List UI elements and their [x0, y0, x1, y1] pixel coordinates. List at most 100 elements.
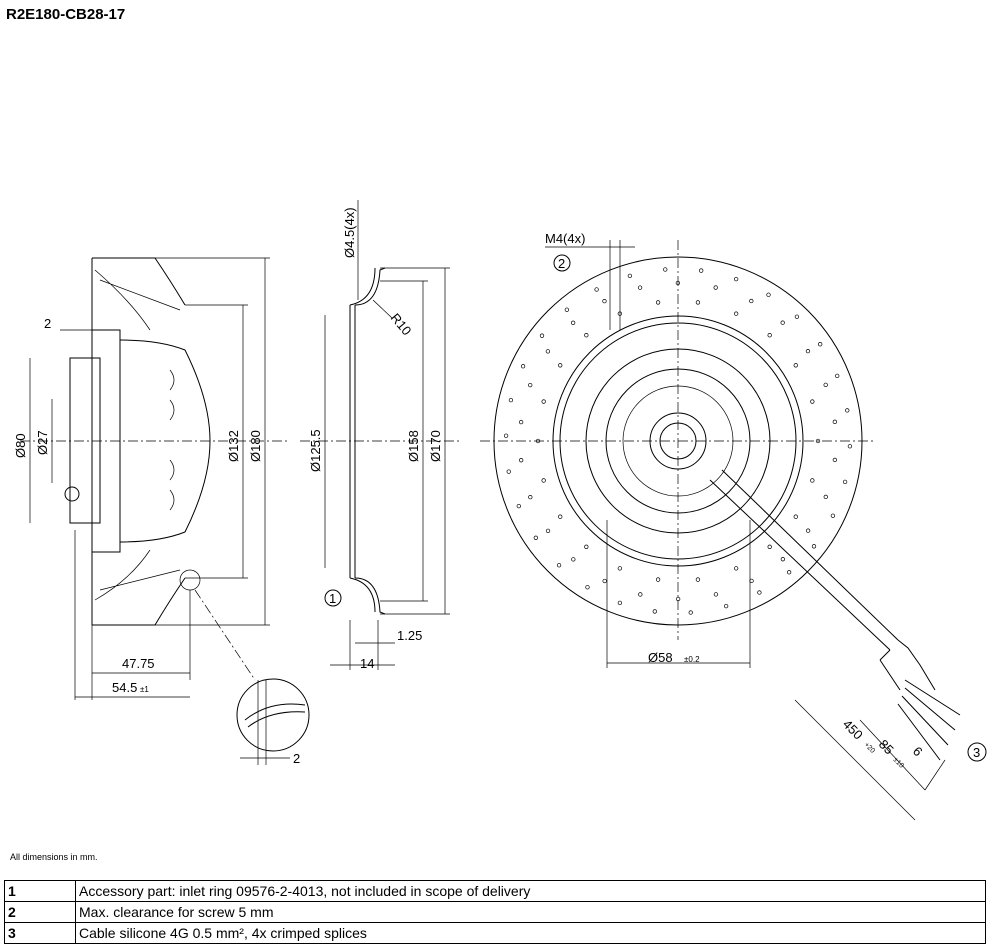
- perforation-hole: [780, 320, 785, 325]
- dim-54-5: 54.5: [112, 680, 137, 695]
- perforation-hole: [652, 609, 657, 614]
- units-note: All dimensions in mm.: [10, 852, 98, 862]
- perforation-hole: [734, 566, 739, 571]
- dim-450-tol: +20: [863, 741, 876, 754]
- table-row: 3 Cable silicone 4G 0.5 mm², 4x crimped …: [4, 922, 986, 944]
- perforation-hole: [518, 419, 524, 425]
- perforation-hole: [688, 610, 693, 615]
- perforation-hole: [655, 577, 661, 582]
- perforation-hole: [571, 557, 576, 562]
- perforation-hole: [793, 514, 798, 519]
- dim-d170: Ø170: [428, 430, 443, 462]
- callout-1: 1: [329, 591, 336, 606]
- perforation-hole: [786, 570, 792, 575]
- legend-text: Max. clearance for screw 5 mm: [75, 901, 986, 923]
- perforation-hole: [655, 300, 661, 305]
- perforation-hole: [584, 333, 589, 338]
- dim-d158: Ø158: [406, 430, 421, 462]
- perforation-hole: [564, 307, 570, 312]
- dim-1-25: 1.25: [397, 628, 422, 643]
- perforation-hole: [847, 444, 853, 449]
- callout-3: 3: [973, 745, 980, 760]
- perforation-hole: [675, 596, 681, 602]
- perforation-hole: [766, 292, 771, 297]
- dim-d58-tol: ±0.2: [684, 655, 700, 664]
- perforation-hole: [695, 300, 701, 305]
- technical-drawing: 2 Ø80 Ø27 Ø132 Ø180 47.75 54.5 ±1 2: [13, 200, 987, 821]
- perforation-hole: [749, 298, 754, 304]
- dim-d58: Ø58: [648, 650, 673, 665]
- perforation-hole: [823, 494, 828, 500]
- perforation-hole: [832, 419, 837, 424]
- legend-num: 3: [4, 922, 76, 944]
- perforation-hole: [818, 342, 823, 347]
- perforation-hole: [832, 457, 838, 463]
- perforation-hole: [805, 528, 811, 533]
- drawing-title: R2E180-CB28-17: [6, 6, 126, 23]
- dim-d4-5-4x: Ø4.5(4x): [342, 207, 357, 258]
- legend-text: Accessory part: inlet ring 09576-2-4013,…: [75, 880, 986, 902]
- perforation-hole: [695, 577, 701, 582]
- perforation-hole: [506, 469, 511, 474]
- perforation-hole: [793, 363, 798, 368]
- legend-num: 1: [4, 880, 76, 902]
- perforation-hole: [558, 514, 563, 519]
- dim-d125-5: Ø125.5: [308, 429, 323, 472]
- perforation-hole: [810, 478, 815, 483]
- dim-m4-4x: M4(4x): [545, 231, 585, 246]
- perforation-hole: [823, 382, 828, 387]
- dim-47-75: 47.75: [122, 656, 155, 671]
- perforation-hole: [528, 495, 533, 500]
- perforation-hole: [520, 364, 526, 369]
- perforation-hole: [602, 578, 607, 584]
- dim-d132: Ø132: [226, 430, 241, 462]
- dim-450: 450: [840, 717, 866, 743]
- perforation-hole: [627, 273, 633, 279]
- perforation-hole: [558, 363, 563, 368]
- inlet-ring-view: Ø4.5(4x) R10 Ø125.5 Ø158 Ø170 1.25 14 1: [300, 200, 460, 671]
- perforation-hole: [508, 397, 514, 403]
- perforation-hole: [699, 268, 704, 273]
- perforation-hole: [723, 603, 729, 609]
- perforation-hole: [602, 299, 607, 304]
- dim-2-top: 2: [44, 316, 51, 331]
- perforation-hole: [545, 349, 551, 354]
- perforation-hole: [519, 458, 524, 463]
- perforation-hole: [584, 544, 589, 549]
- perforation-hole: [845, 408, 850, 413]
- perforation-hole: [617, 566, 622, 571]
- perforation-hole: [638, 592, 643, 597]
- table-row: 1 Accessory part: inlet ring 09576-2-401…: [4, 880, 986, 902]
- perforation-hole: [516, 503, 521, 509]
- dim-54-5-tol: ±1: [140, 685, 149, 694]
- dim-14: 14: [360, 656, 374, 671]
- perforation-hole: [830, 513, 836, 518]
- perforation-hole: [535, 438, 541, 444]
- front-view: M4(4x) 2 Ø58 ±0.2 450 +20 85 ±10 6 3: [480, 231, 987, 821]
- perforation-hole: [815, 438, 821, 444]
- dim-6: 6: [910, 744, 926, 760]
- dim-d27: Ø27: [35, 430, 50, 455]
- legend-text: Cable silicone 4G 0.5 mm², 4x crimped sp…: [75, 922, 986, 944]
- perforation-hole: [570, 320, 576, 325]
- perforation-hole: [734, 311, 739, 316]
- perforation-hole: [805, 348, 811, 354]
- perforation-hole: [585, 585, 590, 590]
- perforation-hole: [533, 535, 538, 540]
- perforation-hole: [675, 280, 681, 286]
- perforation-hole: [545, 528, 551, 534]
- perforation-hole: [556, 563, 562, 568]
- perforation-hole: [767, 333, 772, 338]
- dim-r10: R10: [388, 310, 415, 338]
- perforation-hole: [594, 287, 599, 292]
- dim-85: 85: [876, 737, 897, 758]
- perforation-hole: [713, 592, 719, 597]
- perforation-hole: [528, 382, 533, 388]
- legend-table: 1 Accessory part: inlet ring 09576-2-401…: [4, 880, 986, 944]
- legend-num: 2: [4, 901, 76, 923]
- perforation-hole: [733, 276, 739, 282]
- perforation-hole: [810, 399, 815, 404]
- perforation-hole: [780, 557, 786, 562]
- dim-d80: Ø80: [13, 433, 28, 458]
- callout-2: 2: [558, 256, 565, 271]
